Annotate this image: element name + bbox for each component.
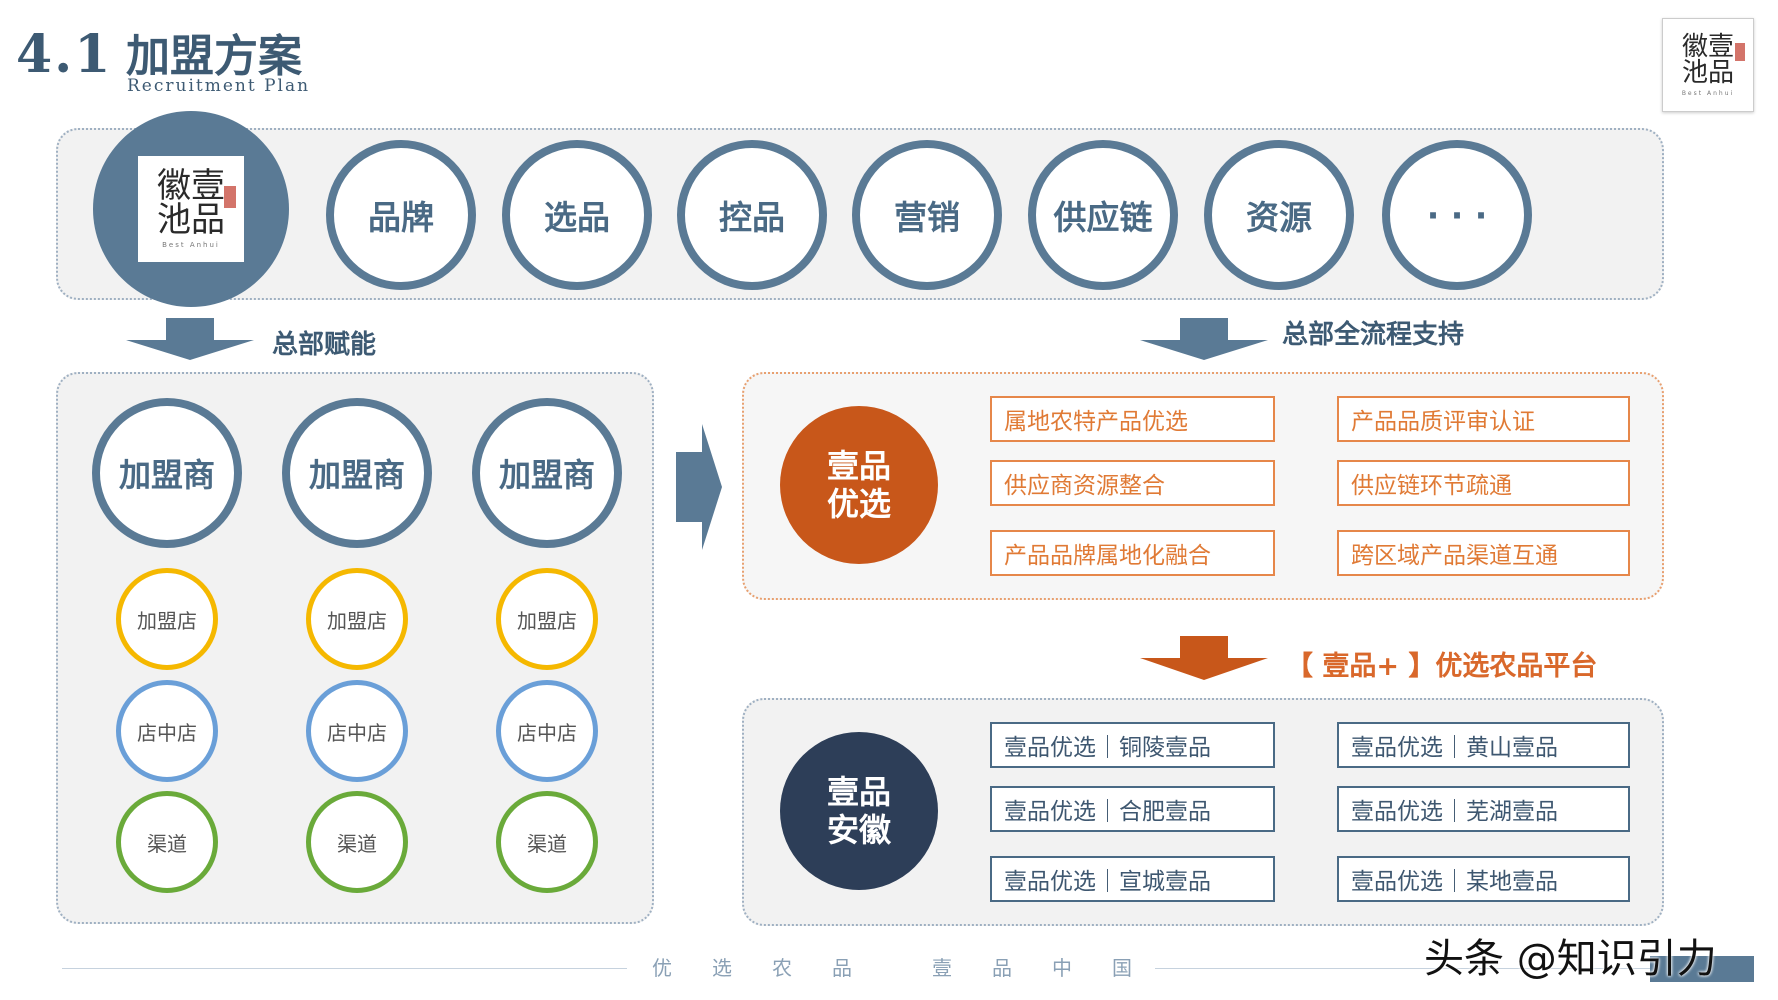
logo-line-2: 池品 [1681, 57, 1734, 88]
franchisee-1: 加盟商 [92, 398, 242, 548]
logo-circle-line-2: 池品 [157, 200, 225, 240]
youxuan-circle: 壹品 优选 [780, 406, 938, 564]
logo-circle-seal-icon [224, 186, 236, 208]
anhui-circle-line-2: 安徽 [826, 811, 891, 849]
youxuan-item-3: 供应商资源整合 [990, 460, 1275, 506]
capability-more: · · · [1382, 140, 1532, 290]
channel-2: 渠道 [306, 791, 408, 893]
section-number: 4.1 [16, 24, 113, 85]
anhui-item-5: 壹品优选｜宣城壹品 [990, 856, 1275, 902]
youxuan-item-2: 产品品质评审认证 [1337, 396, 1630, 442]
logo-seal-icon [1735, 43, 1745, 61]
franchise-store-1: 加盟店 [116, 568, 218, 670]
watermark: 头条 @知识引力 [1424, 936, 1717, 982]
arrow-down-left-icon [126, 318, 254, 360]
channel-1: 渠道 [116, 791, 218, 893]
footer-line-right [1155, 968, 1655, 969]
anhui-item-3: 壹品优选｜合肥壹品 [990, 786, 1275, 832]
footer-slogan-right: 壹品中国 [932, 956, 1172, 980]
youxuan-item-5: 产品品牌属地化融合 [990, 530, 1275, 576]
footer-slogan-left: 优选农品 [652, 956, 892, 980]
arrow-down-orange-icon [1140, 636, 1268, 680]
shop-in-shop-3: 店中店 [496, 680, 598, 782]
logo-circle-line-1: 徽壹 [157, 166, 225, 206]
franchisee-2: 加盟商 [282, 398, 432, 548]
logo-circle-tagline: Best Anhui [162, 241, 220, 249]
youxuan-item-4: 供应链环节疏通 [1337, 460, 1630, 506]
capability-selection: 选品 [502, 140, 652, 290]
shop-in-shop-1: 店中店 [116, 680, 218, 782]
anhui-circle: 壹品 安徽 [780, 732, 938, 890]
franchise-store-2: 加盟店 [306, 568, 408, 670]
anhui-item-4: 壹品优选｜芜湖壹品 [1337, 786, 1630, 832]
capability-resources: 资源 [1204, 140, 1354, 290]
arrow-down-right-icon [1140, 318, 1268, 360]
page-subtitle: Recruitment Plan [127, 76, 311, 96]
shop-in-shop-2: 店中店 [306, 680, 408, 782]
channel-3: 渠道 [496, 791, 598, 893]
anhui-item-1: 壹品优选｜铜陵壹品 [990, 722, 1275, 768]
franchise-store-3: 加盟店 [496, 568, 598, 670]
anhui-item-2: 壹品优选｜黄山壹品 [1337, 722, 1630, 768]
capability-brand: 品牌 [326, 140, 476, 290]
hq-empowerment-label: 总部赋能 [272, 330, 377, 360]
brand-logo: 徽壹 池品 Best Anhui [1662, 18, 1754, 112]
footer-line-left [62, 968, 627, 969]
youxuan-circle-line-1: 壹品 [826, 446, 891, 485]
logo-circle-card: 徽壹 池品 Best Anhui [138, 156, 244, 262]
logo-circle: 徽壹 池品 Best Anhui [93, 111, 289, 307]
youxuan-item-1: 属地农特产品优选 [990, 396, 1275, 442]
capability-supply-chain: 供应链 [1028, 140, 1178, 290]
capability-marketing: 营销 [852, 140, 1002, 290]
hq-full-support-label: 总部全流程支持 [1282, 320, 1465, 350]
anhui-circle-line-1: 壹品 [826, 772, 891, 811]
capability-quality-control: 控品 [677, 140, 827, 290]
platform-label: 【 壹品+ 】优选农品平台 [1286, 651, 1598, 682]
franchisee-3: 加盟商 [472, 398, 622, 548]
page-tag [1650, 956, 1754, 982]
arrow-right-icon [676, 424, 722, 550]
logo-tagline: Best Anhui [1681, 89, 1735, 97]
anhui-item-6: 壹品优选｜某地壹品 [1337, 856, 1630, 902]
youxuan-circle-line-2: 优选 [826, 485, 891, 523]
logo-line-1: 徽壹 [1681, 31, 1734, 62]
youxuan-item-6: 跨区域产品渠道互通 [1337, 530, 1630, 576]
page-title: 加盟方案 [126, 31, 302, 82]
